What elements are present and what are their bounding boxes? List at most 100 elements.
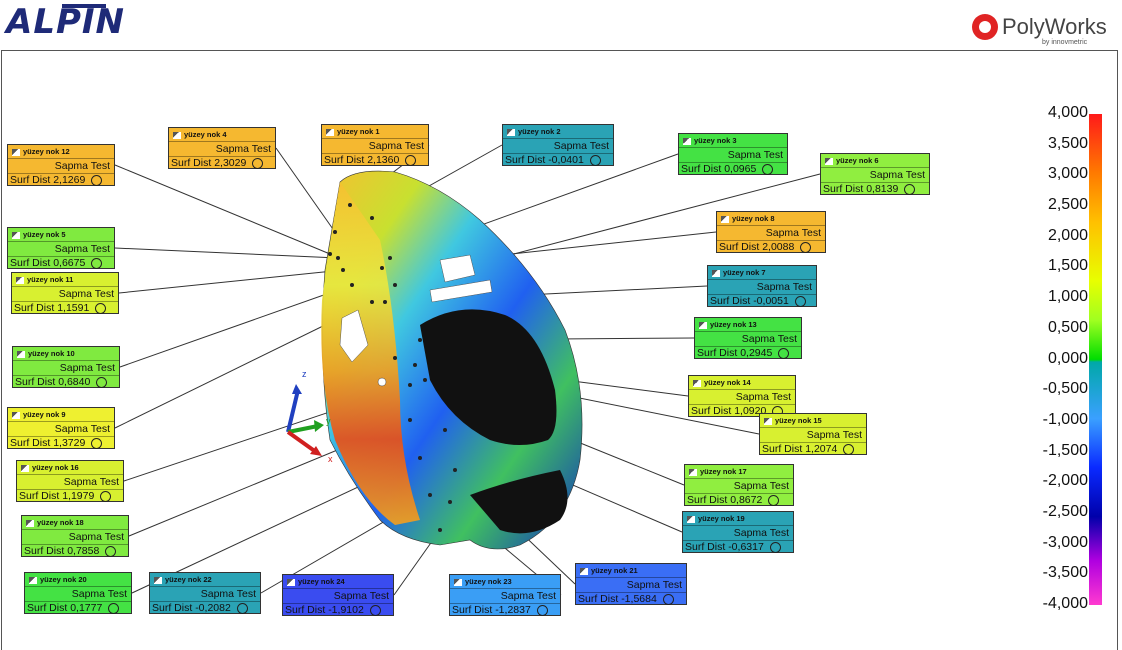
- measurement-point: [418, 338, 422, 342]
- callout-surf-dist: Surf Dist -1,2837: [450, 604, 560, 617]
- surf-dist-label: Surf Dist: [10, 257, 51, 269]
- callout-name: yüzey nok 20: [40, 575, 87, 584]
- status-circle-icon: [589, 154, 601, 166]
- leader-line: [114, 247, 339, 259]
- surf-dist-label: Surf Dist: [15, 376, 56, 388]
- feature-flag-icon: [683, 137, 691, 145]
- surf-dist-label: Surf Dist: [719, 241, 760, 253]
- callout-test-name: Sapma Test: [679, 148, 787, 163]
- measurement-points: [328, 203, 457, 532]
- axis-y-label: y: [326, 416, 331, 426]
- color-scale-tick-label: 2,000: [1047, 226, 1088, 244]
- feature-flag-icon: [712, 269, 720, 277]
- callout-test-name: Sapma Test: [322, 139, 428, 154]
- feature-flag-icon: [326, 128, 334, 136]
- callout-title: yüzey nok 17: [685, 465, 793, 479]
- callout-test-name: Sapma Test: [8, 422, 114, 437]
- feature-flag-icon: [689, 468, 697, 476]
- surf-dist-label: Surf Dist: [710, 295, 751, 307]
- part-side-cutout: [339, 309, 369, 363]
- surf-dist-value: 0,6840: [58, 376, 91, 388]
- callout-title: yüzey nok 15: [760, 414, 866, 428]
- callout-name: yüzey nok 21: [591, 566, 638, 575]
- callout-test-name: Sapma Test: [708, 280, 816, 295]
- color-scale-tick-label: -2,500: [1042, 502, 1088, 520]
- callout-test-name: Sapma Test: [8, 242, 114, 257]
- callout-name: yüzey nok 12: [23, 147, 70, 156]
- callout-test-name: Sapma Test: [25, 587, 131, 602]
- color-scale-tick-label: 1,000: [1047, 288, 1088, 306]
- status-circle-icon: [91, 257, 103, 269]
- part-hole: [377, 377, 387, 387]
- callout-title: yüzey nok 20: [25, 573, 131, 587]
- callout-surf-dist: Surf Dist 0,1777: [25, 602, 131, 615]
- surf-dist-label: Surf Dist: [823, 183, 864, 195]
- callout-title: yüzey nok 19: [683, 512, 793, 526]
- surf-dist-label: Surf Dist: [24, 545, 65, 557]
- leader-line: [119, 284, 353, 368]
- status-circle-icon: [252, 157, 264, 169]
- color-scale-tick-label: -4,000: [1042, 595, 1088, 612]
- callout-surf-dist: Surf Dist -0,0051: [708, 295, 816, 308]
- feature-flag-icon: [287, 578, 295, 586]
- measurement-point: [428, 493, 432, 497]
- feature-flag-icon: [687, 515, 695, 523]
- surf-dist-label: Surf Dist: [505, 154, 546, 166]
- surf-dist-value: -1,2837: [495, 604, 531, 616]
- color-scale-tick-label: -3,000: [1042, 533, 1088, 551]
- callout-test-name: Sapma Test: [283, 589, 393, 604]
- callout-name: yüzey nok 22: [165, 575, 212, 584]
- callout-title: yüzey nok 13: [695, 318, 801, 332]
- brand-name: PolyWorks: [1002, 14, 1107, 39]
- surf-dist-label: Surf Dist: [27, 602, 68, 614]
- callout-test-name: Sapma Test: [22, 530, 128, 545]
- callout-surf-dist: Surf Dist -0,0401: [503, 154, 613, 167]
- surf-dist-label: Surf Dist: [324, 154, 365, 166]
- surf-dist-label: Surf Dist: [681, 163, 722, 175]
- callout-name: yüzey nok 18: [37, 518, 84, 527]
- surf-dist-label: Surf Dist: [10, 437, 51, 449]
- surf-dist-value: 2,0088: [762, 241, 795, 253]
- callout-title: yüzey nok 24: [283, 575, 393, 589]
- part-top-slot: [439, 254, 476, 283]
- color-scale-tick-label: -1,000: [1042, 410, 1088, 428]
- callout-test-name: Sapma Test: [13, 361, 119, 376]
- measurement-point: [418, 456, 422, 460]
- callout-surf-dist: Surf Dist -0,6317: [683, 541, 793, 554]
- surf-dist-value: -0,2082: [195, 602, 231, 614]
- feature-flag-icon: [16, 276, 24, 284]
- status-circle-icon: [536, 604, 548, 616]
- axis-triad: z y x: [286, 369, 333, 464]
- status-circle-icon: [768, 494, 780, 506]
- callout-test-name: Sapma Test: [760, 428, 866, 443]
- callout-test-name: Sapma Test: [503, 139, 613, 154]
- color-scale-tick-label: -0,500: [1042, 380, 1088, 398]
- status-circle-icon: [778, 347, 790, 359]
- callout-surf-dist: Surf Dist 2,1360: [322, 154, 428, 167]
